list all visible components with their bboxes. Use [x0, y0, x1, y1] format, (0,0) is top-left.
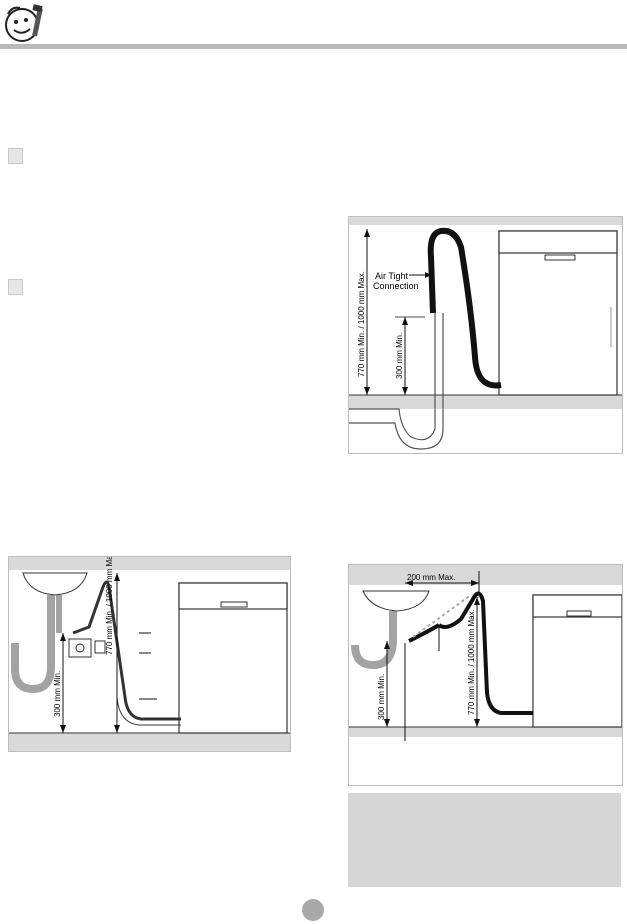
note-box [348, 793, 621, 887]
figure-air-tight-connection: Air Tight Connection 770 mm Min. / 1000 … [348, 216, 623, 454]
air-tight-label: Air Tight [375, 271, 409, 281]
dim-outer-label: 770 mm Min. / 1000 mm Max. [357, 271, 366, 377]
floor-band [349, 395, 622, 409]
dim-outer-label: 770 mm Min. / 1000 mm Max. [467, 609, 476, 715]
socket-icon [68, 638, 92, 658]
square-bullet-icon [8, 148, 23, 164]
dim-outer-label: 770 mm Min. / 1000 mm Max. [105, 557, 114, 655]
mascot-logo [2, 2, 50, 48]
drain-hose [427, 227, 502, 389]
smiling-face-with-wrench-icon [5, 4, 43, 42]
dishwasher-icon [498, 230, 618, 396]
top-band [349, 217, 622, 225]
figure-sink-connection: 300 mm Min. 770 mm Min. / 1000 mm Max. [8, 549, 291, 752]
sink-icon [362, 590, 430, 612]
dim-inner-label: 300 mm Min. [395, 333, 404, 379]
sink-icon [22, 572, 88, 596]
figure-sink-hose-loop: 200 mm Max. 300 mm Min. 770 mm Min. / 10… [348, 564, 623, 786]
dim-horizontal-label: 200 mm Max. [407, 573, 455, 582]
page-number-dot [302, 899, 324, 921]
dim-inner-label: 300 mm Min. [53, 671, 62, 717]
square-bullet-icon [8, 279, 23, 295]
dishwasher-icon [178, 582, 288, 734]
dishwasher-icon [532, 594, 623, 728]
header-rule [0, 44, 627, 49]
dim-inner-label: 300 mm Min. [377, 674, 386, 720]
connection-label: Connection [373, 281, 419, 291]
